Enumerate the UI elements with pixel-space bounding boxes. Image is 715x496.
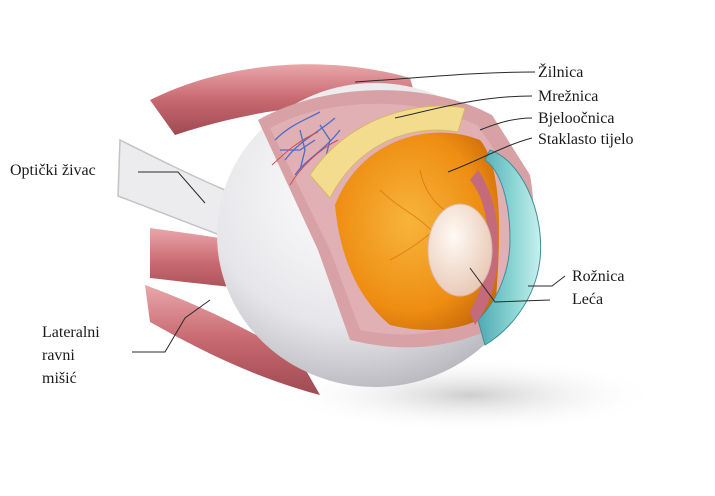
label-mreznica: Mrežnica bbox=[538, 88, 598, 106]
label-opticki-zivac: Optički živac bbox=[10, 162, 96, 180]
label-staklasto-tijelo: Staklasto tijelo bbox=[538, 131, 634, 149]
optic-nerve bbox=[118, 140, 228, 238]
label-misic: mišić bbox=[42, 370, 77, 388]
label-roznica: Rožnica bbox=[572, 268, 624, 286]
lens bbox=[428, 204, 492, 296]
label-bjeloocnica: Bjeloočnica bbox=[538, 110, 614, 128]
label-lateralni: Lateralni bbox=[42, 324, 100, 342]
label-ravni: ravni bbox=[42, 347, 75, 365]
label-leca: Leća bbox=[572, 291, 603, 309]
label-zilnica: Žilnica bbox=[538, 64, 583, 82]
